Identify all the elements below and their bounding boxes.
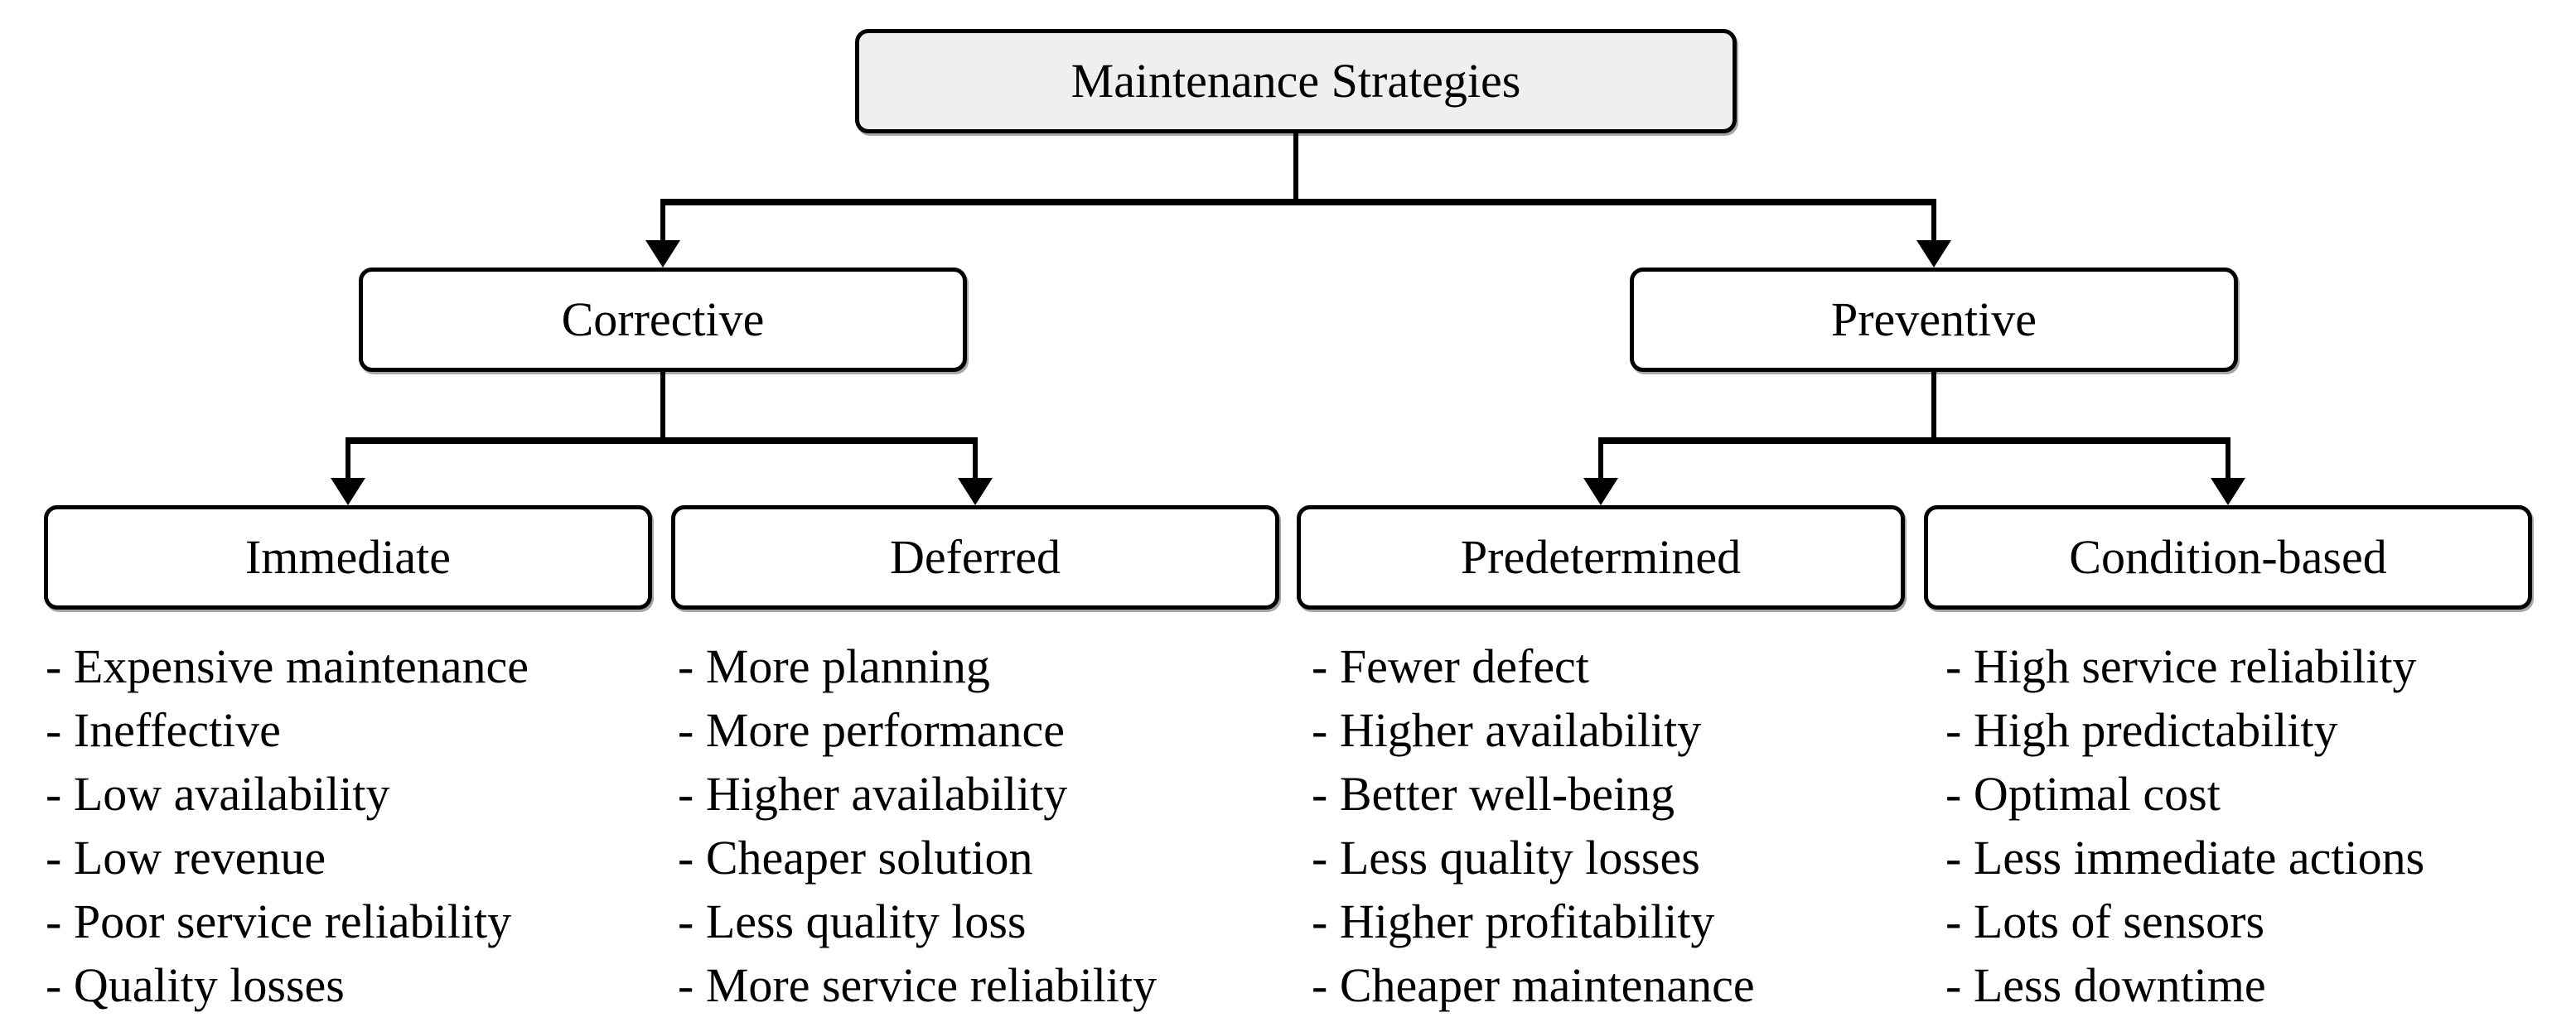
list-item: - Ineffective [46, 703, 281, 757]
predetermined-bullet-list: - Fewer defect - Higher availability - B… [1312, 634, 1755, 1017]
connector-corrective-bar [346, 437, 978, 444]
node-maintenance-strategies-label: Maintenance Strategies [1071, 54, 1521, 108]
list-item: - Higher availability [1312, 703, 1702, 757]
list-item: - Expensive maintenance [46, 639, 529, 693]
immediate-bullet-list: - Expensive maintenance - Ineffective - … [46, 634, 529, 1017]
node-corrective-label: Corrective [561, 292, 765, 346]
list-item: - Higher profitability [1312, 894, 1715, 948]
node-immediate: Immediate [44, 505, 652, 610]
arrow-down-icon [1583, 478, 1618, 505]
connector-drop-preventive [1931, 205, 1936, 243]
list-item: - More service reliability [678, 958, 1158, 1012]
connector-drop-deferred [973, 444, 978, 479]
list-item: - Optimal cost [1945, 767, 2221, 821]
connector-drop-corrective [660, 205, 665, 243]
deferred-bullet-list: - More planning - More performance - Hig… [678, 634, 1157, 1017]
list-item: - Low availability [46, 767, 390, 821]
node-corrective: Corrective [359, 268, 967, 372]
arrow-down-icon [331, 478, 365, 505]
list-item: - Lots of sensors [1945, 894, 2265, 948]
node-immediate-label: Immediate [244, 530, 451, 584]
list-item: - Cheaper maintenance [1312, 958, 1755, 1012]
condition-based-bullet-list: - High service reliability - High predic… [1945, 634, 2424, 1017]
list-item: - More performance [678, 703, 1065, 757]
node-preventive: Preventive [1630, 268, 2238, 372]
list-item: - Higher availability [678, 767, 1068, 821]
list-item: - More planning [678, 639, 990, 693]
node-predetermined-label: Predetermined [1460, 530, 1742, 584]
arrow-down-icon [958, 478, 993, 505]
list-item: - Low revenue [46, 831, 326, 885]
node-predetermined: Predetermined [1297, 505, 1905, 610]
arrow-down-icon [645, 240, 680, 268]
node-deferred: Deferred [671, 505, 1279, 610]
list-item: - Less immediate actions [1945, 831, 2425, 885]
node-maintenance-strategies: Maintenance Strategies [855, 29, 1737, 133]
connector-drop-immediate [346, 444, 350, 479]
connector-preventive-bar [1598, 437, 2230, 444]
node-condition-based-label: Condition-based [2069, 530, 2387, 584]
connector-drop-condition-based [2226, 444, 2230, 479]
node-deferred-label: Deferred [889, 530, 1061, 584]
list-item: - Less quality loss [678, 894, 1027, 948]
list-item: - Quality losses [46, 958, 345, 1012]
list-item: - High predictability [1945, 703, 2338, 757]
connector-level1-bar [660, 199, 1936, 205]
connector-root-stem [1293, 133, 1298, 200]
list-item: - High service reliability [1945, 639, 2417, 693]
arrow-down-icon [2211, 478, 2245, 505]
connector-preventive-stem [1931, 372, 1936, 438]
list-item: - Less downtime [1945, 958, 2266, 1012]
arrow-down-icon [1916, 240, 1951, 268]
connector-drop-predetermined [1598, 444, 1603, 479]
list-item: - Poor service reliability [46, 894, 512, 948]
connector-corrective-stem [660, 372, 665, 438]
list-item: - Better well-being [1312, 767, 1675, 821]
node-preventive-label: Preventive [1830, 292, 2037, 346]
list-item: - Fewer defect [1312, 639, 1589, 693]
node-condition-based: Condition-based [1924, 505, 2532, 610]
list-item: - Cheaper solution [678, 831, 1033, 885]
list-item: - Less quality losses [1312, 831, 1700, 885]
